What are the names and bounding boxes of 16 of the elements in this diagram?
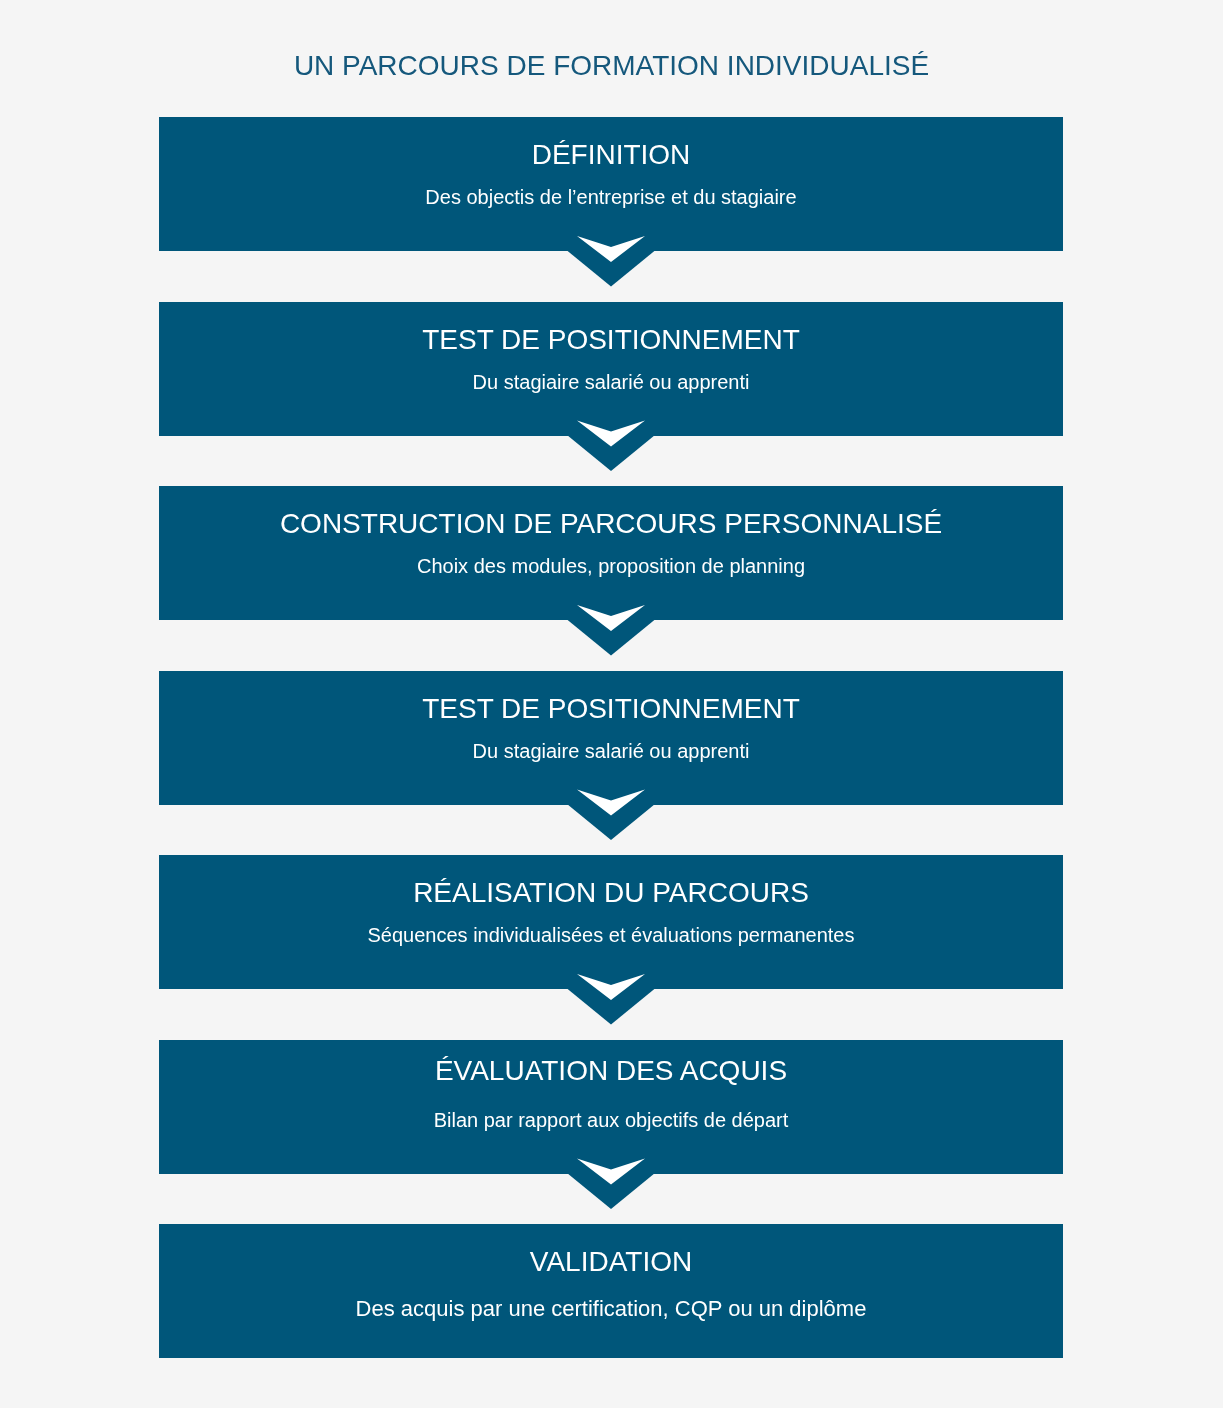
step-heading: ÉVALUATION DES ACQUIS <box>434 1053 788 1088</box>
step-heading: DÉFINITION <box>531 138 691 172</box>
step-heading: VALIDATION <box>529 1245 693 1279</box>
step-description: Des objectis de l’entreprise et du stagiaire <box>425 185 797 210</box>
diagram-title: UN PARCOURS DE FORMATION INDIVIDUALISÉ <box>293 49 930 83</box>
step-heading: CONSTRUCTION DE PARCOURS PERSONNALISÉ <box>279 507 943 541</box>
step-description: Séquences individualisées et évaluations permanentes <box>367 923 855 948</box>
step-heading: TEST DE POSITIONNEMENT <box>422 322 800 357</box>
step-description: Choix des modules, proposition de planning <box>417 554 805 579</box>
step-description: Des acquis par une certification, CQP ou un diplôme <box>355 1296 867 1322</box>
step-description: Du stagiaire salarié ou apprenti <box>472 738 750 764</box>
step-box <box>159 1224 1063 1358</box>
step-description: Bilan par rapport aux objectifs de départ <box>433 1107 789 1133</box>
step-heading: TEST DE POSITIONNEMENT <box>422 691 800 726</box>
step-description: Du stagiaire salarié ou apprenti <box>472 369 750 395</box>
step-heading: RÉALISATION DU PARCOURS <box>413 876 809 910</box>
